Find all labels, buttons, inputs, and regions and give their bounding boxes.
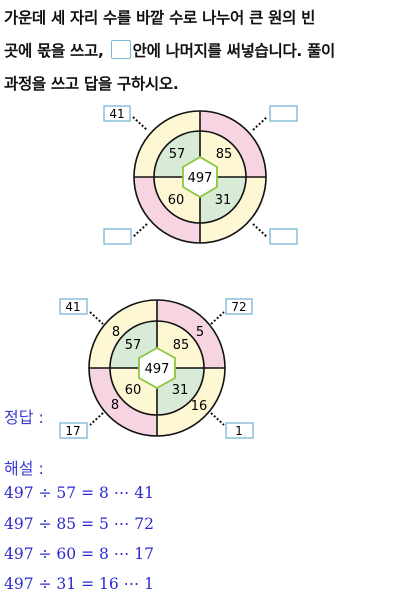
- q-remainder-box-top-right: [269, 105, 298, 122]
- q-remainder-box-bottom-right: [269, 228, 298, 245]
- answer-figure: 497 57 85 60 31 8 5 8 16 41 72 17 1: [59, 298, 254, 439]
- a-remainder-top-right: 72: [231, 300, 246, 314]
- a-divisor-top-left: 57: [125, 338, 142, 353]
- a-divisor-bottom-right: 31: [172, 383, 189, 398]
- q-remainder-box-top-left: [103, 105, 131, 122]
- q-center-hexagon: [182, 155, 218, 199]
- a-remainder-bottom-left: 17: [65, 424, 80, 438]
- a-center-number: 497: [145, 362, 170, 377]
- a-quotient-top-left: 8: [112, 325, 120, 340]
- a-remainder-box-bottom-left: [59, 422, 88, 439]
- solution-line-3: 497 ÷ 60 = 8 ⋯ 17: [4, 545, 154, 563]
- q-remainder-box-bottom-left: [103, 228, 132, 245]
- a-remainder-box-bottom-right: [225, 422, 254, 439]
- answer-label: 정답 :: [4, 408, 44, 427]
- a-remainder-bottom-right: 1: [235, 424, 243, 438]
- q-divisor-top-right: 85: [216, 147, 233, 162]
- inline-remainder-box: [110, 40, 131, 59]
- a-center-hexagon: [138, 346, 176, 390]
- solution-line-1: 497 ÷ 57 = 8 ⋯ 41: [4, 484, 154, 502]
- a-quotient-top-right: 5: [196, 325, 204, 340]
- a-divisor-bottom-left: 60: [125, 383, 142, 398]
- q-divisor-bottom-left: 60: [168, 193, 185, 208]
- solution-title: 해설 :: [4, 459, 44, 478]
- solution-line-4: 497 ÷ 31 = 16 ⋯ 1: [4, 575, 154, 593]
- problem-line-1: 가운데 세 자리 수를 바깥 수로 나누어 큰 원의 빈: [4, 9, 316, 27]
- a-quotient-bottom-right: 16: [191, 399, 208, 414]
- problem-line-2-before: 곳에 몫을 쓰고,: [4, 42, 104, 60]
- problem-line-2: 곳에 몫을 쓰고, 안에 나머지를 써넣습니다. 풀이: [4, 35, 398, 68]
- a-quotient-bottom-left: 8: [111, 398, 119, 413]
- q-divisor-bottom-right: 31: [215, 193, 232, 208]
- problem-line-3: 과정을 쓰고 답을 구하시오.: [4, 75, 179, 93]
- a-remainder-box-top-right: [225, 298, 253, 315]
- problem-line-2-after: 안에 나머지를 써넣습니다. 풀이: [132, 42, 336, 60]
- question-figure: 497 57 85 60 31 41: [103, 105, 298, 245]
- q-remainder-text-top-left: 41: [109, 107, 124, 121]
- q-center-number: 497: [188, 171, 213, 186]
- problem-text: 가운데 세 자리 수를 바깥 수로 나누어 큰 원의 빈 곳에 몫을 쓰고, 안…: [4, 2, 398, 101]
- q-divisor-top-left: 57: [169, 147, 186, 162]
- a-remainder-box-top-left: [59, 298, 88, 315]
- a-remainder-top-left: 41: [65, 300, 80, 314]
- solution-line-2: 497 ÷ 85 = 5 ⋯ 72: [4, 515, 154, 533]
- a-divisor-top-right: 85: [173, 338, 190, 353]
